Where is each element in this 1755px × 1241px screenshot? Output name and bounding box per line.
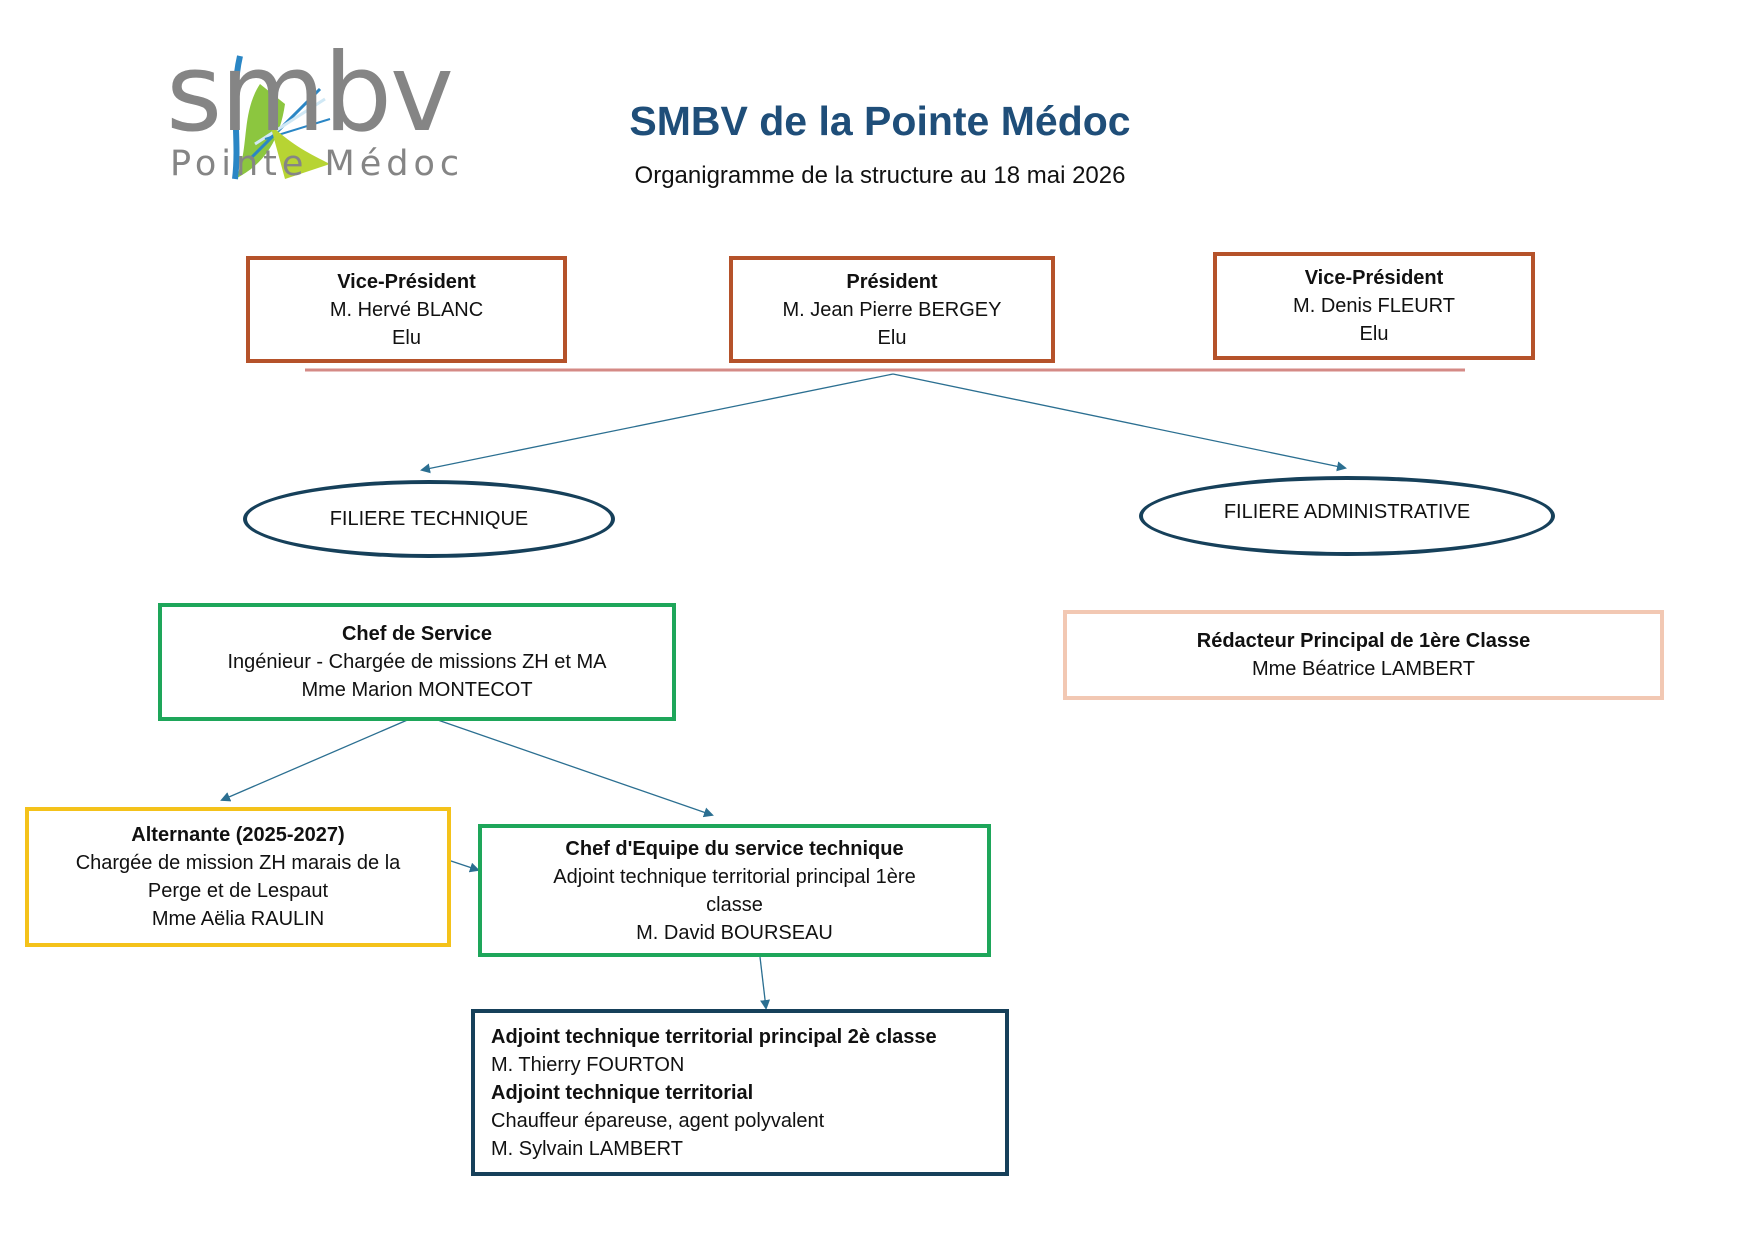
president-status: Elu: [877, 326, 907, 349]
adjoint-2-name: M. Sylvain LAMBERT: [491, 1137, 683, 1160]
vice-president-right-role: Vice-Président: [1304, 267, 1444, 289]
adjoint-1-name: M. Thierry FOURTON: [491, 1053, 685, 1076]
adjoints-box: Adjoint technique territorial principal …: [471, 1009, 1009, 1176]
redacteur-name: Mme Béatrice LAMBERT: [1251, 658, 1476, 680]
vice-president-left-role: Vice-Président: [337, 270, 476, 293]
chef-equipe-role: Chef d'Equipe du service technique: [565, 837, 904, 860]
arrow-to-adjoints: [759, 956, 771, 1010]
logo-subtitle: Pointe Médoc: [170, 144, 465, 184]
page-subtitle: Organigramme de la structure au 18 mai 2…: [634, 162, 1126, 189]
chef-equipe-name: M. David BOURSEAU: [636, 921, 833, 944]
chef-de-service-name: Mme Marion MONTECOT: [301, 679, 533, 701]
adjoint-2-role: Adjoint technique territorial: [491, 1081, 754, 1104]
redacteur-role: Rédacteur Principal de 1ère Classe: [1196, 630, 1531, 652]
arrow-to-alternante: [220, 717, 413, 802]
alternante-box: Alternante (2025-2027) Chargée de missio…: [25, 807, 451, 947]
adjoint-1-role: Adjoint technique territorial principal …: [491, 1025, 937, 1048]
chef-equipe-box: Chef d'Equipe du service technique Adjoi…: [478, 824, 991, 957]
adjoint-2-position: Chauffeur épareuse, agent polyvalent: [491, 1109, 825, 1132]
arrow-alternante-to-chef-equipe: [447, 859, 480, 873]
filiere-administrative-ellipse: FILIERE ADMINISTRATIVE: [1139, 476, 1555, 556]
arrow-to-filiere-administrative: [892, 373, 1347, 472]
chef-de-service-position: Ingénieur - Chargée de missions ZH et MA: [227, 651, 607, 673]
vice-president-right-status: Elu: [1359, 323, 1389, 345]
alternante-mission-line2: Perge et de Lespaut: [147, 880, 329, 902]
vice-president-right-name: M. Denis FLEURT: [1293, 295, 1455, 317]
chef-equipe-grade-line1: Adjoint technique territorial principal …: [553, 865, 916, 888]
page-title: SMBV de la Pointe Médoc: [629, 98, 1131, 144]
logo-wordmark: smbv: [166, 31, 454, 156]
alternante-role: Alternante (2025-2027): [131, 824, 345, 846]
filiere-technique-label: FILIERE TECHNIQUE: [329, 507, 529, 530]
filiere-technique-ellipse: FILIERE TECHNIQUE: [243, 480, 615, 558]
alternante-name: Mme Aëlia RAULIN: [151, 908, 325, 930]
vice-president-left-status: Elu: [392, 326, 421, 349]
vice-president-left-box: Vice-Président M. Hervé BLANC Elu: [246, 256, 567, 363]
arrow-to-filiere-technique: [420, 373, 894, 474]
leaf-logo-icon: [232, 55, 331, 180]
president-role: Président: [846, 270, 938, 293]
chef-equipe-grade-line2: classe: [706, 893, 763, 916]
arrow-to-chef-equipe: [431, 717, 714, 818]
filiere-administrative-label: FILIERE ADMINISTRATIVE: [1223, 500, 1471, 523]
alternante-mission-line1: Chargée de mission ZH marais de la: [75, 852, 401, 874]
president-box: Président M. Jean Pierre BERGEY Elu: [729, 256, 1055, 363]
vice-president-right-box: Vice-Président M. Denis FLEURT Elu: [1213, 252, 1535, 360]
chef-de-service-box: Chef de Service Ingénieur - Chargée de m…: [158, 603, 676, 721]
president-name: M. Jean Pierre BERGEY: [782, 298, 1002, 321]
chef-de-service-role: Chef de Service: [341, 623, 493, 645]
redacteur-box: Rédacteur Principal de 1ère Classe Mme B…: [1063, 610, 1664, 700]
vice-president-left-name: M. Hervé BLANC: [329, 298, 484, 321]
